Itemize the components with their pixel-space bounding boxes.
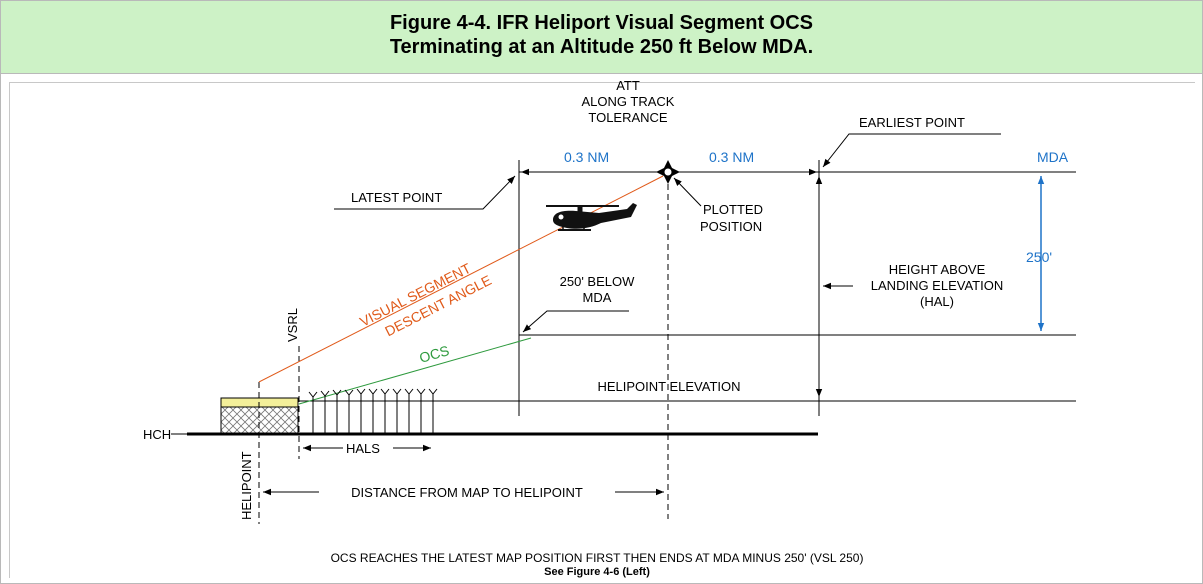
att-right-distance: 0.3 NM: [709, 149, 754, 165]
figure-title-line2: Terminating at an Altitude 250 ft Below …: [389, 36, 814, 58]
latest-point-leader: [334, 175, 516, 210]
diagram-border: [9, 82, 1195, 578]
figure-title-line1: Figure 4-4. IFR Heliport Visual Segment …: [389, 12, 814, 34]
hal-label-line3: (HAL): [920, 294, 954, 309]
att-label: ATT: [616, 78, 640, 93]
helipoint-label: HELIPOINT: [239, 451, 254, 520]
vsrl-label: VSRL: [285, 308, 300, 342]
below-mda-leader: [522, 310, 629, 333]
diagram-svg: HCH: [143, 78, 1076, 578]
att-along-track-label: ALONG TRACK: [582, 94, 675, 109]
helipoint-elevation-label: HELIPOINT ELEVATION: [597, 379, 740, 394]
att-left-distance: 0.3 NM: [564, 149, 609, 165]
mda-label: MDA: [1037, 149, 1069, 165]
see-figure-text: See Figure 4-6 (Left): [544, 566, 650, 578]
plotted-position-label-2: POSITION: [700, 219, 762, 234]
hal-label-line1: HEIGHT ABOVE: [889, 262, 986, 277]
below-mda-label-2: MDA: [583, 290, 612, 305]
ocs-line: [298, 337, 532, 405]
plotted-position-icon: [656, 160, 680, 184]
below-mda-label: 250' BELOW: [560, 274, 635, 289]
hal-label-line2: LANDING ELEVATION: [871, 278, 1003, 293]
latest-point-label: LATEST POINT: [351, 190, 442, 205]
hals-lights: [308, 388, 438, 433]
caption-text: OCS REACHES THE LATEST MAP POSITION FIRS…: [331, 551, 864, 565]
hals-label: HALS: [346, 441, 380, 456]
hch-label: HCH: [143, 427, 171, 442]
visual-segment-line: [258, 175, 664, 383]
height-250-label: 250': [1026, 249, 1052, 265]
figure-header: Figure 4-4. IFR Heliport Visual Segment …: [1, 1, 1202, 74]
plotted-position-leader: [673, 177, 702, 207]
distance-map-label: DISTANCE FROM MAP TO HELIPOINT: [351, 485, 583, 500]
earliest-point-label: EARLIEST POINT: [859, 115, 965, 130]
att-tolerance-label: TOLERANCE: [588, 110, 668, 125]
earliest-point-leader: [822, 133, 1001, 168]
landing-pad-base: [220, 406, 299, 434]
diagram-area: HCH: [1, 74, 1202, 583]
plotted-position-label: PLOTTED: [703, 202, 763, 217]
helicopter-icon: [546, 203, 637, 231]
